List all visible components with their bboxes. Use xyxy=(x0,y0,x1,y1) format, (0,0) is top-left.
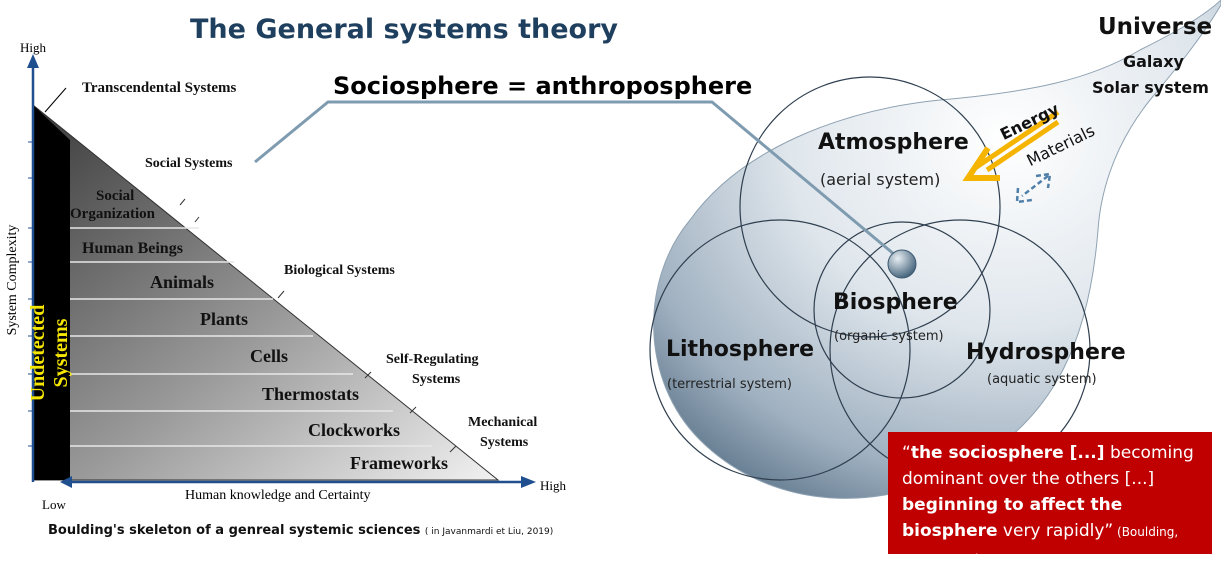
atmosphere-circle xyxy=(739,76,1001,338)
system-self-regulating-2: Systems xyxy=(412,372,461,387)
y-ticks xyxy=(28,141,33,447)
quote-text-2: very rapidly” xyxy=(997,521,1114,541)
system-mechanical-2: Systems xyxy=(480,435,529,450)
sociosphere-ball xyxy=(887,249,917,279)
system-social: Social Systems xyxy=(145,156,233,171)
system-biological: Biological Systems xyxy=(284,263,395,278)
lithosphere-circle xyxy=(649,219,911,481)
axes xyxy=(27,54,536,488)
y-high-label: High xyxy=(20,40,46,55)
transcendental-pointer xyxy=(44,87,67,113)
undetected-systems-label: Undetected Systems xyxy=(27,304,72,402)
lithosphere-sub: (terrestrial system) xyxy=(667,377,792,392)
x-axis-label: Human knowledge and Certainty xyxy=(185,488,371,503)
biosphere-sub: (organic system) xyxy=(834,329,944,344)
level-thermostats: Thermostats xyxy=(262,384,359,404)
complexity-triangle xyxy=(32,103,500,481)
quote-bold-2: beginning to affect the biosphere xyxy=(902,495,1123,541)
atmosphere-label: Atmosphere xyxy=(818,130,969,155)
x-high-label: High xyxy=(540,478,566,493)
atmosphere-sub: (aerial system) xyxy=(820,170,941,189)
universe-bubble xyxy=(653,0,1221,499)
level-clockworks: Clockworks xyxy=(308,420,401,440)
hydrosphere-sub: (aquatic system) xyxy=(987,372,1097,387)
level-animals: Animals xyxy=(150,272,215,292)
page-title: The General systems theory xyxy=(190,14,619,45)
y-axis-label: System Complexity xyxy=(5,224,20,336)
quote-open: “ xyxy=(902,443,911,463)
level-human-beings: Human Beings xyxy=(82,240,183,257)
level-plants: Plants xyxy=(200,309,249,329)
system-transcendental: Transcendental Systems xyxy=(82,80,237,96)
biosphere-circle xyxy=(813,221,991,399)
sociosphere-label: Sociosphere = anthroposphere xyxy=(333,72,753,100)
universe-label: Universe xyxy=(1098,14,1213,40)
quote-text-1: becoming dominant over the others [...] xyxy=(902,443,1194,489)
galaxy-label: Galaxy xyxy=(1123,52,1184,71)
energy-arrow xyxy=(962,109,1060,181)
level-organization: Organization xyxy=(70,206,155,222)
level-social: Social xyxy=(96,188,135,204)
sociosphere-connector xyxy=(254,100,896,257)
figure-caption: Boulding's skeleton of a genreal systemi… xyxy=(48,523,553,538)
level-frameworks: Frameworks xyxy=(350,453,448,473)
quote-box: “the sociosphere [...] becoming dominant… xyxy=(888,432,1212,566)
level-cells: Cells xyxy=(250,346,288,366)
hydrosphere-label: Hydrosphere xyxy=(966,340,1126,365)
system-self-regulating: Self-Regulating xyxy=(386,352,479,367)
caption-ref: ( in Javanmardi et Liu, 2019) xyxy=(424,527,554,537)
y-low-label: Low xyxy=(42,497,66,512)
solar-system-label: Solar system xyxy=(1092,78,1209,97)
quote-bold-1: the sociosphere [...] xyxy=(910,443,1105,463)
caption-text: Boulding's skeleton of a genreal systemi… xyxy=(48,523,421,538)
system-mechanical: Mechanical xyxy=(468,415,538,430)
materials-arrows xyxy=(1015,172,1052,204)
biosphere-label: Biosphere xyxy=(833,290,958,315)
lithosphere-label: Lithosphere xyxy=(666,337,815,362)
